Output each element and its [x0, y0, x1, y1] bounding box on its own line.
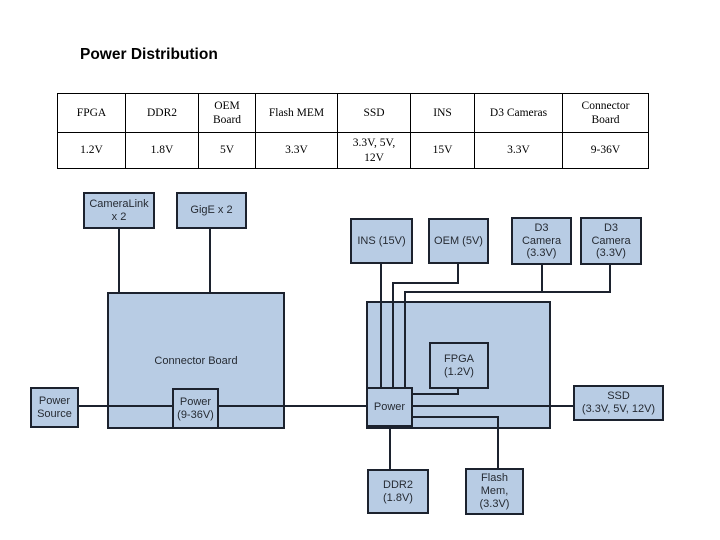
- node-ddr2-label-2: (1.8V): [383, 491, 413, 504]
- node-flash-mem-label-3: (3.3V): [479, 497, 510, 510]
- node-d3-camera-1-label-3: (3.3V): [526, 247, 557, 260]
- node-gige: GigE x 2: [176, 192, 247, 229]
- table-value-ins: 15V: [410, 132, 475, 169]
- node-oem: OEM (5V): [428, 218, 489, 264]
- node-ssd: SSD (3.3V, 5V, 12V): [573, 385, 664, 421]
- node-power-9-36-label-2: (9-36V): [177, 408, 214, 421]
- node-d3-camera-2-label-1: D3: [603, 221, 619, 234]
- wire-power-to-fpga-riser: [457, 387, 459, 395]
- table-value-oem-board: 5V: [198, 132, 256, 169]
- wire-power-to-fpga-horizontal: [412, 393, 459, 395]
- node-d3-camera-2: D3 Camera (3.3V): [580, 217, 642, 265]
- node-ssd-label-1: SSD: [607, 390, 630, 403]
- node-flash-mem-label-2: Mem,: [480, 485, 509, 498]
- wire-oem-horizontal: [392, 282, 459, 284]
- node-flash-mem: Flash Mem, (3.3V): [465, 468, 524, 515]
- node-d3-camera-1-label-1: D3: [534, 221, 549, 234]
- node-power-9-36: Power (9-36V): [172, 388, 219, 429]
- wire-power-to-ddr2: [389, 427, 391, 469]
- node-ins-label: INS (15V): [357, 234, 406, 247]
- node-flash-mem-label-1: Flash: [481, 472, 508, 485]
- node-ddr2-label-1: DDR2: [383, 478, 413, 491]
- table-header-ddr2: DDR2: [125, 93, 199, 133]
- table-header-d3-cameras: D3 Cameras: [474, 93, 563, 133]
- table-header-ins: INS: [410, 93, 475, 133]
- node-d3-camera-1-label-2: Camera: [521, 234, 562, 247]
- node-fpga-label-2: (1.2V): [444, 365, 474, 378]
- wire-d3-camera-2-drop: [609, 264, 611, 293]
- table-value-fpga: 1.2V: [57, 132, 126, 169]
- node-power: Power: [366, 387, 413, 427]
- wire-cameras-to-power: [404, 291, 406, 388]
- node-ins: INS (15V): [350, 218, 413, 264]
- voltage-table-header-row: FPGA DDR2 OEM Board Flash MEM SSD INS D3…: [57, 93, 649, 133]
- node-fpga-label-1: FPGA: [444, 352, 474, 365]
- wire-oem-drop: [457, 263, 459, 284]
- table-header-flash-mem: Flash MEM: [255, 93, 338, 133]
- table-header-fpga: FPGA: [57, 93, 126, 133]
- node-d3-camera-1: D3 Camera (3.3V): [511, 217, 572, 265]
- wire-gige-to-connector-board: [209, 228, 211, 293]
- table-value-ddr2: 1.8V: [125, 132, 199, 169]
- wire-cameralink-to-connector-board: [118, 228, 120, 293]
- node-d3-camera-2-label-3: (3.3V): [596, 247, 626, 260]
- table-header-ssd: SSD: [337, 93, 411, 133]
- node-cameralink-label-1: CameraLink: [89, 197, 149, 210]
- voltage-table: FPGA DDR2 OEM Board Flash MEM SSD INS D3…: [57, 93, 649, 169]
- table-header-connector-board: Connector Board: [562, 93, 649, 133]
- node-power-9-36-label-1: Power: [179, 395, 212, 408]
- voltage-table-value-row: 1.2V 1.8V 5V 3.3V 3.3V, 5V, 12V 15V 3.3V…: [57, 132, 649, 169]
- wire-oem-to-power: [392, 282, 394, 388]
- node-ssd-label-2: (3.3V, 5V, 12V): [581, 403, 656, 415]
- node-cameralink-label-2: x 2: [111, 210, 127, 223]
- wire-d3-camera-1-drop: [541, 264, 543, 293]
- node-oem-label: OEM (5V): [434, 234, 483, 247]
- slide-title: Power Distribution: [80, 46, 218, 63]
- node-cameralink: CameraLink x 2: [83, 192, 155, 229]
- node-ddr2: DDR2 (1.8V): [367, 469, 429, 514]
- node-connector-board-label: Connector Board: [154, 354, 238, 367]
- wire-power-to-flash-horizontal: [412, 416, 499, 418]
- wire-ins-to-power: [380, 263, 382, 388]
- node-gige-label: GigE x 2: [190, 204, 233, 217]
- node-fpga: FPGA (1.2V): [429, 342, 489, 389]
- node-power-source-label-1: Power: [38, 394, 71, 407]
- table-value-flash-mem: 3.3V: [255, 132, 338, 169]
- node-power-label: Power: [373, 400, 406, 413]
- node-power-source-label-2: Source: [37, 407, 72, 420]
- table-value-ssd: 3.3V, 5V, 12V: [337, 132, 411, 169]
- table-value-connector-board: 9-36V: [562, 132, 649, 169]
- table-header-oem-board: OEM Board: [198, 93, 256, 133]
- wire-power-source-to-ssd: [78, 405, 573, 407]
- node-power-source: Power Source: [30, 387, 79, 428]
- wire-power-to-flash-drop: [497, 416, 499, 468]
- wire-cameras-horizontal: [404, 291, 611, 293]
- table-value-d3-cameras: 3.3V: [474, 132, 563, 169]
- node-d3-camera-2-label-2: Camera: [591, 234, 631, 247]
